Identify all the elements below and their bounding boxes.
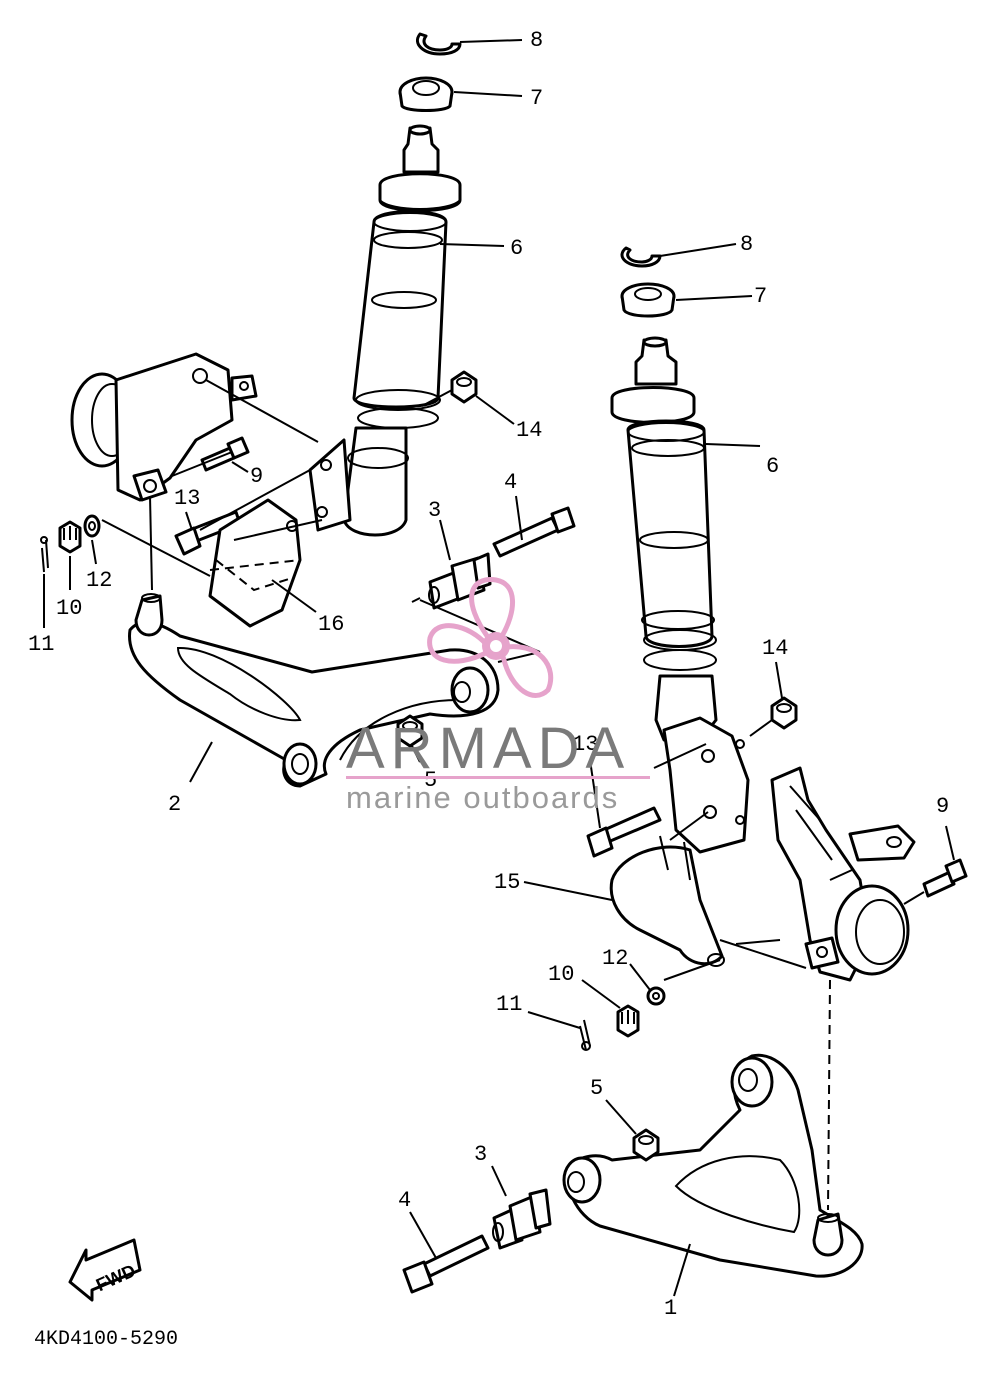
shock-nut-part-left [450, 370, 478, 404]
callout-8-top: 8 [530, 28, 543, 53]
callout-12-left: 12 [86, 568, 112, 593]
spring-seat-part-right [620, 282, 676, 318]
callout-12-right: 12 [602, 946, 628, 971]
callout-14-left: 14 [516, 418, 542, 443]
castle-nut-part-right [616, 1004, 640, 1038]
cotter-pin-part-left [40, 536, 49, 573]
callout-10-right: 10 [548, 962, 574, 987]
callout-9-right: 9 [936, 794, 949, 819]
arm-bolt-part-left [492, 506, 576, 558]
assembly-lines-right [653, 719, 925, 1211]
callout-13-left: 13 [174, 486, 200, 511]
lower-arm-part-right [562, 1053, 864, 1278]
circlip-part-right [620, 246, 662, 268]
spring-seat-part-top [398, 76, 454, 112]
callout-leaders [43, 39, 955, 1297]
callout-4-right: 4 [398, 1188, 411, 1213]
callout-11-right: 11 [496, 992, 522, 1017]
callout-3-left: 3 [428, 498, 441, 523]
callout-4-left: 4 [504, 470, 517, 495]
cotter-pin-part-right [579, 1019, 591, 1051]
fwd-arrow: FWD [68, 1238, 142, 1302]
steering-knuckle-part-left [70, 352, 258, 502]
watermark-rule [346, 776, 650, 779]
callout-16: 16 [318, 612, 344, 637]
steering-knuckle-part-right [770, 766, 916, 982]
callout-numbers: 8 7 6 14 9 13 16 10 12 11 3 4 5 2 8 7 6 … [28, 28, 949, 1321]
callout-1: 1 [664, 1296, 677, 1321]
arm-bolt-part-right [402, 1234, 490, 1294]
callout-14-right: 14 [762, 636, 788, 661]
washer-part-right [646, 986, 666, 1006]
callout-13-right: 13 [572, 732, 598, 757]
callout-5-left: 5 [424, 768, 437, 793]
watermark-brand: ARMADA [346, 716, 630, 781]
bushing-part-right [492, 1188, 552, 1250]
callout-15: 15 [494, 870, 520, 895]
watermark: ARMADA marine outboards [346, 577, 650, 815]
watermark-tagline: marine outboards [346, 780, 619, 815]
arm-nut-part-left [396, 714, 424, 748]
callout-6-left: 6 [510, 236, 523, 261]
shock-absorber-part-right [610, 336, 750, 854]
shock-bolt-part-right [586, 806, 662, 858]
knuckle-bolt-part-right [922, 858, 968, 898]
bushing-part-left [428, 552, 492, 610]
circlip-part-top [416, 32, 462, 56]
callout-6-right: 6 [766, 454, 779, 479]
callout-7-right: 7 [754, 284, 767, 309]
shock-absorber-part-left [308, 124, 462, 537]
callout-3-right: 3 [474, 1142, 487, 1167]
assembly-lines-left [101, 379, 541, 663]
callout-8-right: 8 [740, 232, 753, 257]
diagram-part-code: 4KD4100-5290 [34, 1328, 178, 1351]
lower-arm-part-left [128, 593, 500, 788]
arm-nut-part-right [632, 1128, 660, 1162]
washer-part-left [83, 514, 101, 538]
callout-5-right: 5 [590, 1076, 603, 1101]
callout-11-left: 11 [28, 632, 54, 657]
callout-7-top: 7 [530, 86, 543, 111]
callout-2: 2 [168, 792, 181, 817]
callout-9-left: 9 [250, 464, 263, 489]
callout-10-left: 10 [56, 596, 82, 621]
propeller-logo [427, 577, 554, 698]
castle-nut-part-left [58, 520, 82, 554]
shock-nut-part-right [770, 696, 798, 730]
